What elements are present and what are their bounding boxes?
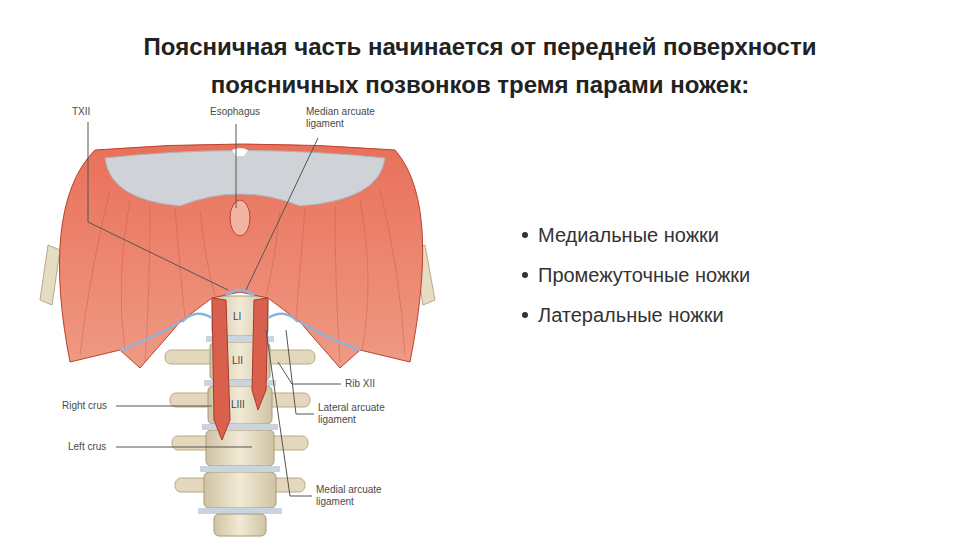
diaphragm-muscle	[59, 144, 422, 368]
left-crus	[252, 298, 268, 410]
central-tendon	[105, 151, 385, 207]
leader-lines	[88, 122, 341, 496]
bullet-item: Латеральные ножки	[522, 302, 842, 328]
right-crus	[212, 298, 230, 440]
arcuate-ligaments	[120, 290, 360, 350]
muscle-fibres	[80, 190, 405, 362]
vertebra-label: TXII	[72, 106, 112, 118]
slide-title: Поясничная часть начинается от передней …	[80, 28, 880, 104]
bullet-item: Промежуточные ножки	[522, 262, 842, 288]
bullet-dot	[522, 312, 528, 318]
spine	[165, 296, 315, 536]
vertebra-label: LIII	[231, 399, 255, 411]
bullet-dot	[522, 272, 528, 278]
structure-label: Median arcuate ligament	[306, 106, 386, 130]
caval-notch	[232, 148, 248, 156]
vertebra-label: LI	[233, 311, 253, 323]
structure-label: Left crus	[68, 441, 116, 453]
structure-label: Right crus	[62, 400, 116, 412]
rib	[40, 245, 60, 305]
bullet-dot	[522, 232, 528, 238]
bullet-text: Латеральные ножки	[538, 304, 724, 326]
bullet-item: Медиальные ножки	[522, 222, 842, 248]
structure-label: Lateral arcuate ligament	[318, 402, 398, 426]
structure-label: Esophagus	[210, 106, 280, 118]
bullet-text: Медиальные ножки	[538, 224, 719, 246]
structure-label: Rib XII	[345, 378, 395, 390]
structure-label: Medial arcuate ligament	[316, 484, 396, 508]
bullet-text: Промежуточные ножки	[538, 264, 750, 286]
esophageal-hiatus	[230, 200, 250, 236]
vertebra-label: LII	[232, 355, 252, 367]
